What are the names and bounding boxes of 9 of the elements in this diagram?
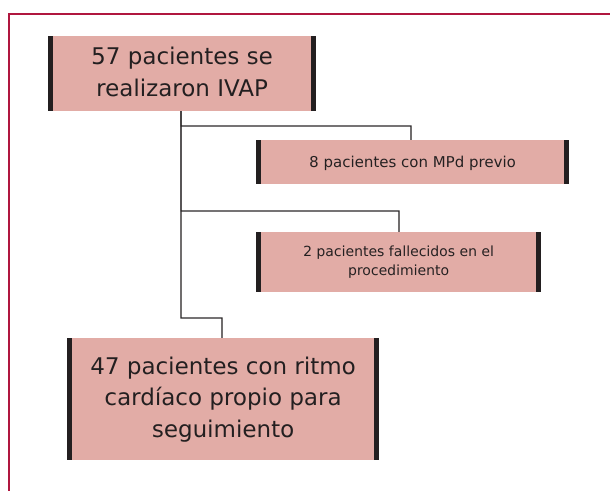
box-text: 47 pacientes con ritmo cardíaco propio para seguimiento bbox=[89, 353, 357, 445]
box-text: 2 pacientes fallecidos en el procedimiento bbox=[302, 243, 495, 281]
process-box bbox=[48, 36, 316, 111]
box-text: 8 pacientes con MPd previo bbox=[309, 152, 516, 172]
box-text: 57 pacientes se realizaron IVAP bbox=[90, 43, 274, 104]
connector-line bbox=[180, 111, 223, 338]
process-box bbox=[256, 140, 569, 184]
process-box bbox=[67, 338, 379, 460]
process-box bbox=[256, 232, 541, 292]
